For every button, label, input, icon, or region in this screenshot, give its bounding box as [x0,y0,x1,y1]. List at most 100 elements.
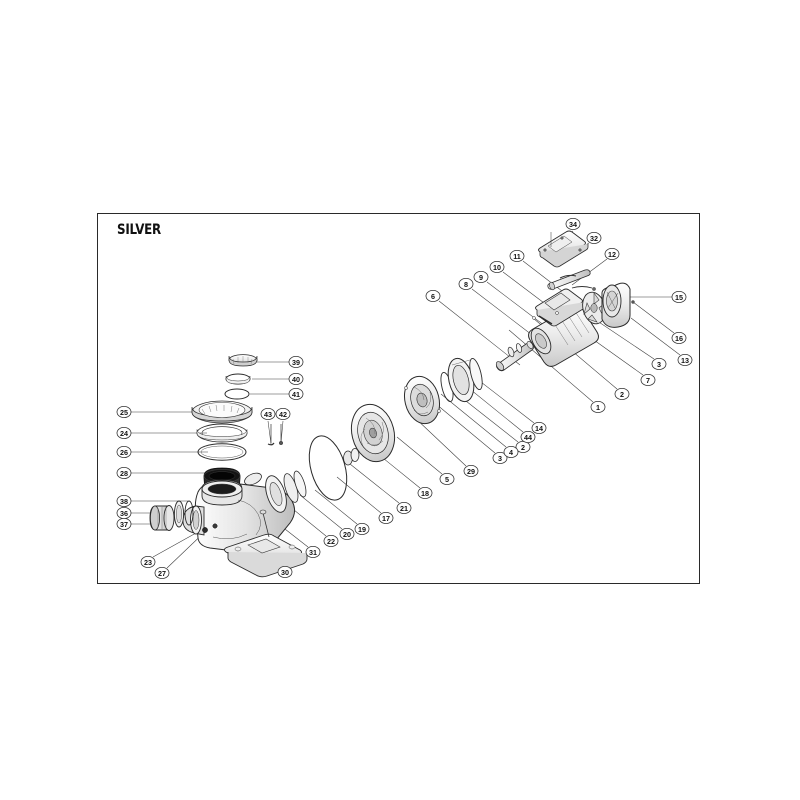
callout-number-2: 2 [620,390,624,399]
callout-26[interactable]: 26 [116,445,132,458]
callout-number-29: 29 [467,467,475,476]
callout-39[interactable]: 39 [288,355,304,368]
callout-number-36: 36 [120,509,128,518]
callout-40[interactable]: 40 [288,372,304,385]
callout-4[interactable]: 4 [503,445,519,458]
callout-number-26: 26 [120,448,128,457]
callout-bubble-11 [509,249,525,262]
callout-bubble-7 [640,373,656,386]
callout-15[interactable]: 15 [671,290,687,303]
diagram-frame [97,213,700,584]
callout-number-1: 1 [596,403,600,412]
callout-number-15: 15 [675,293,683,302]
callout-number-32: 32 [590,234,598,243]
callout-number-2b: 2 [521,443,525,452]
callout-bubble-41 [288,387,304,400]
callout-number-22: 22 [327,537,335,546]
callout-number-20: 20 [343,530,351,539]
callout-30[interactable]: 30 [277,566,293,579]
callout-number-41: 41 [292,390,300,399]
callout-27[interactable]: 27 [154,567,170,580]
callout-number-9: 9 [479,273,483,282]
callout-bubble-32 [586,231,602,244]
callout-bubble-26 [116,445,132,458]
callout-number-23: 23 [144,558,152,567]
callout-number-4: 4 [509,448,513,457]
callout-bubble-3b [651,357,667,370]
callout-29[interactable]: 29 [463,464,479,477]
callout-9[interactable]: 9 [473,270,489,283]
callout-number-34: 34 [569,220,577,229]
callout-bubble-18 [417,486,433,499]
callout-bubble-2 [614,387,630,400]
callout-number-39: 39 [292,358,300,367]
callout-37[interactable]: 37 [116,518,132,531]
callout-44[interactable]: 44 [520,430,536,443]
callout-number-7: 7 [646,376,650,385]
callout-number-24: 24 [120,429,128,438]
callout-36[interactable]: 36 [116,506,132,519]
callout-41[interactable]: 41 [288,387,304,400]
callout-8[interactable]: 8 [458,277,474,290]
callout-bubble-5 [439,472,455,485]
callout-bubble-21 [396,501,412,514]
callout-number-12: 12 [608,250,616,259]
callout-34[interactable]: 34 [565,217,581,230]
callout-22[interactable]: 22 [323,535,339,548]
callout-bubble-40 [288,372,304,385]
callout-bubble-24 [116,426,132,439]
callout-6[interactable]: 6 [425,289,441,302]
callout-43[interactable]: 43 [260,407,276,420]
callout-19[interactable]: 19 [354,523,370,536]
callout-32[interactable]: 32 [586,231,602,244]
callout-bubble-13 [677,353,693,366]
callout-14[interactable]: 14 [531,421,547,434]
callout-17[interactable]: 17 [378,512,394,525]
callout-13[interactable]: 13 [677,353,693,366]
callout-bubble-28 [116,466,132,479]
callout-bubble-31 [305,546,321,559]
callout-10[interactable]: 10 [489,260,505,273]
callout-7[interactable]: 7 [640,373,656,386]
callout-number-11: 11 [513,252,521,261]
callout-bubble-12 [604,247,620,260]
callout-25[interactable]: 25 [116,405,132,418]
callout-number-3: 3 [498,454,502,463]
callout-number-43: 43 [264,410,272,419]
callout-bubble-29 [463,464,479,477]
callout-18[interactable]: 18 [417,486,433,499]
callout-28[interactable]: 28 [116,466,132,479]
callout-5[interactable]: 5 [439,472,455,485]
callout-20[interactable]: 20 [339,528,355,541]
callout-16[interactable]: 16 [671,331,687,344]
callout-bubble-9 [473,270,489,283]
callout-number-3b: 3 [657,360,661,369]
callout-bubble-42 [275,407,291,420]
callout-42[interactable]: 42 [275,407,291,420]
page-title: SILVER [117,222,161,238]
callout-bubble-22 [323,535,339,548]
callout-38[interactable]: 38 [116,494,132,507]
callout-24[interactable]: 24 [116,426,132,439]
callout-number-17: 17 [382,514,390,523]
callout-bubble-39 [288,355,304,368]
callout-21[interactable]: 21 [396,501,412,514]
callout-1[interactable]: 1 [590,400,606,413]
callout-3b[interactable]: 3 [651,357,667,370]
callout-number-13: 13 [681,356,689,365]
callout-bubble-34 [565,217,581,230]
callout-bubble-23 [140,556,156,569]
callout-11[interactable]: 11 [509,249,525,262]
callout-number-37: 37 [120,520,128,529]
callout-number-28: 28 [120,469,128,478]
callout-2[interactable]: 2 [614,387,630,400]
callout-31[interactable]: 31 [305,546,321,559]
callout-12[interactable]: 12 [604,247,620,260]
callout-bubble-3 [492,451,508,464]
callout-23[interactable]: 23 [140,556,156,569]
callout-number-25: 25 [120,408,128,417]
callout-bubble-1 [590,400,606,413]
callout-number-31: 31 [309,548,317,557]
callout-3[interactable]: 3 [492,451,508,464]
